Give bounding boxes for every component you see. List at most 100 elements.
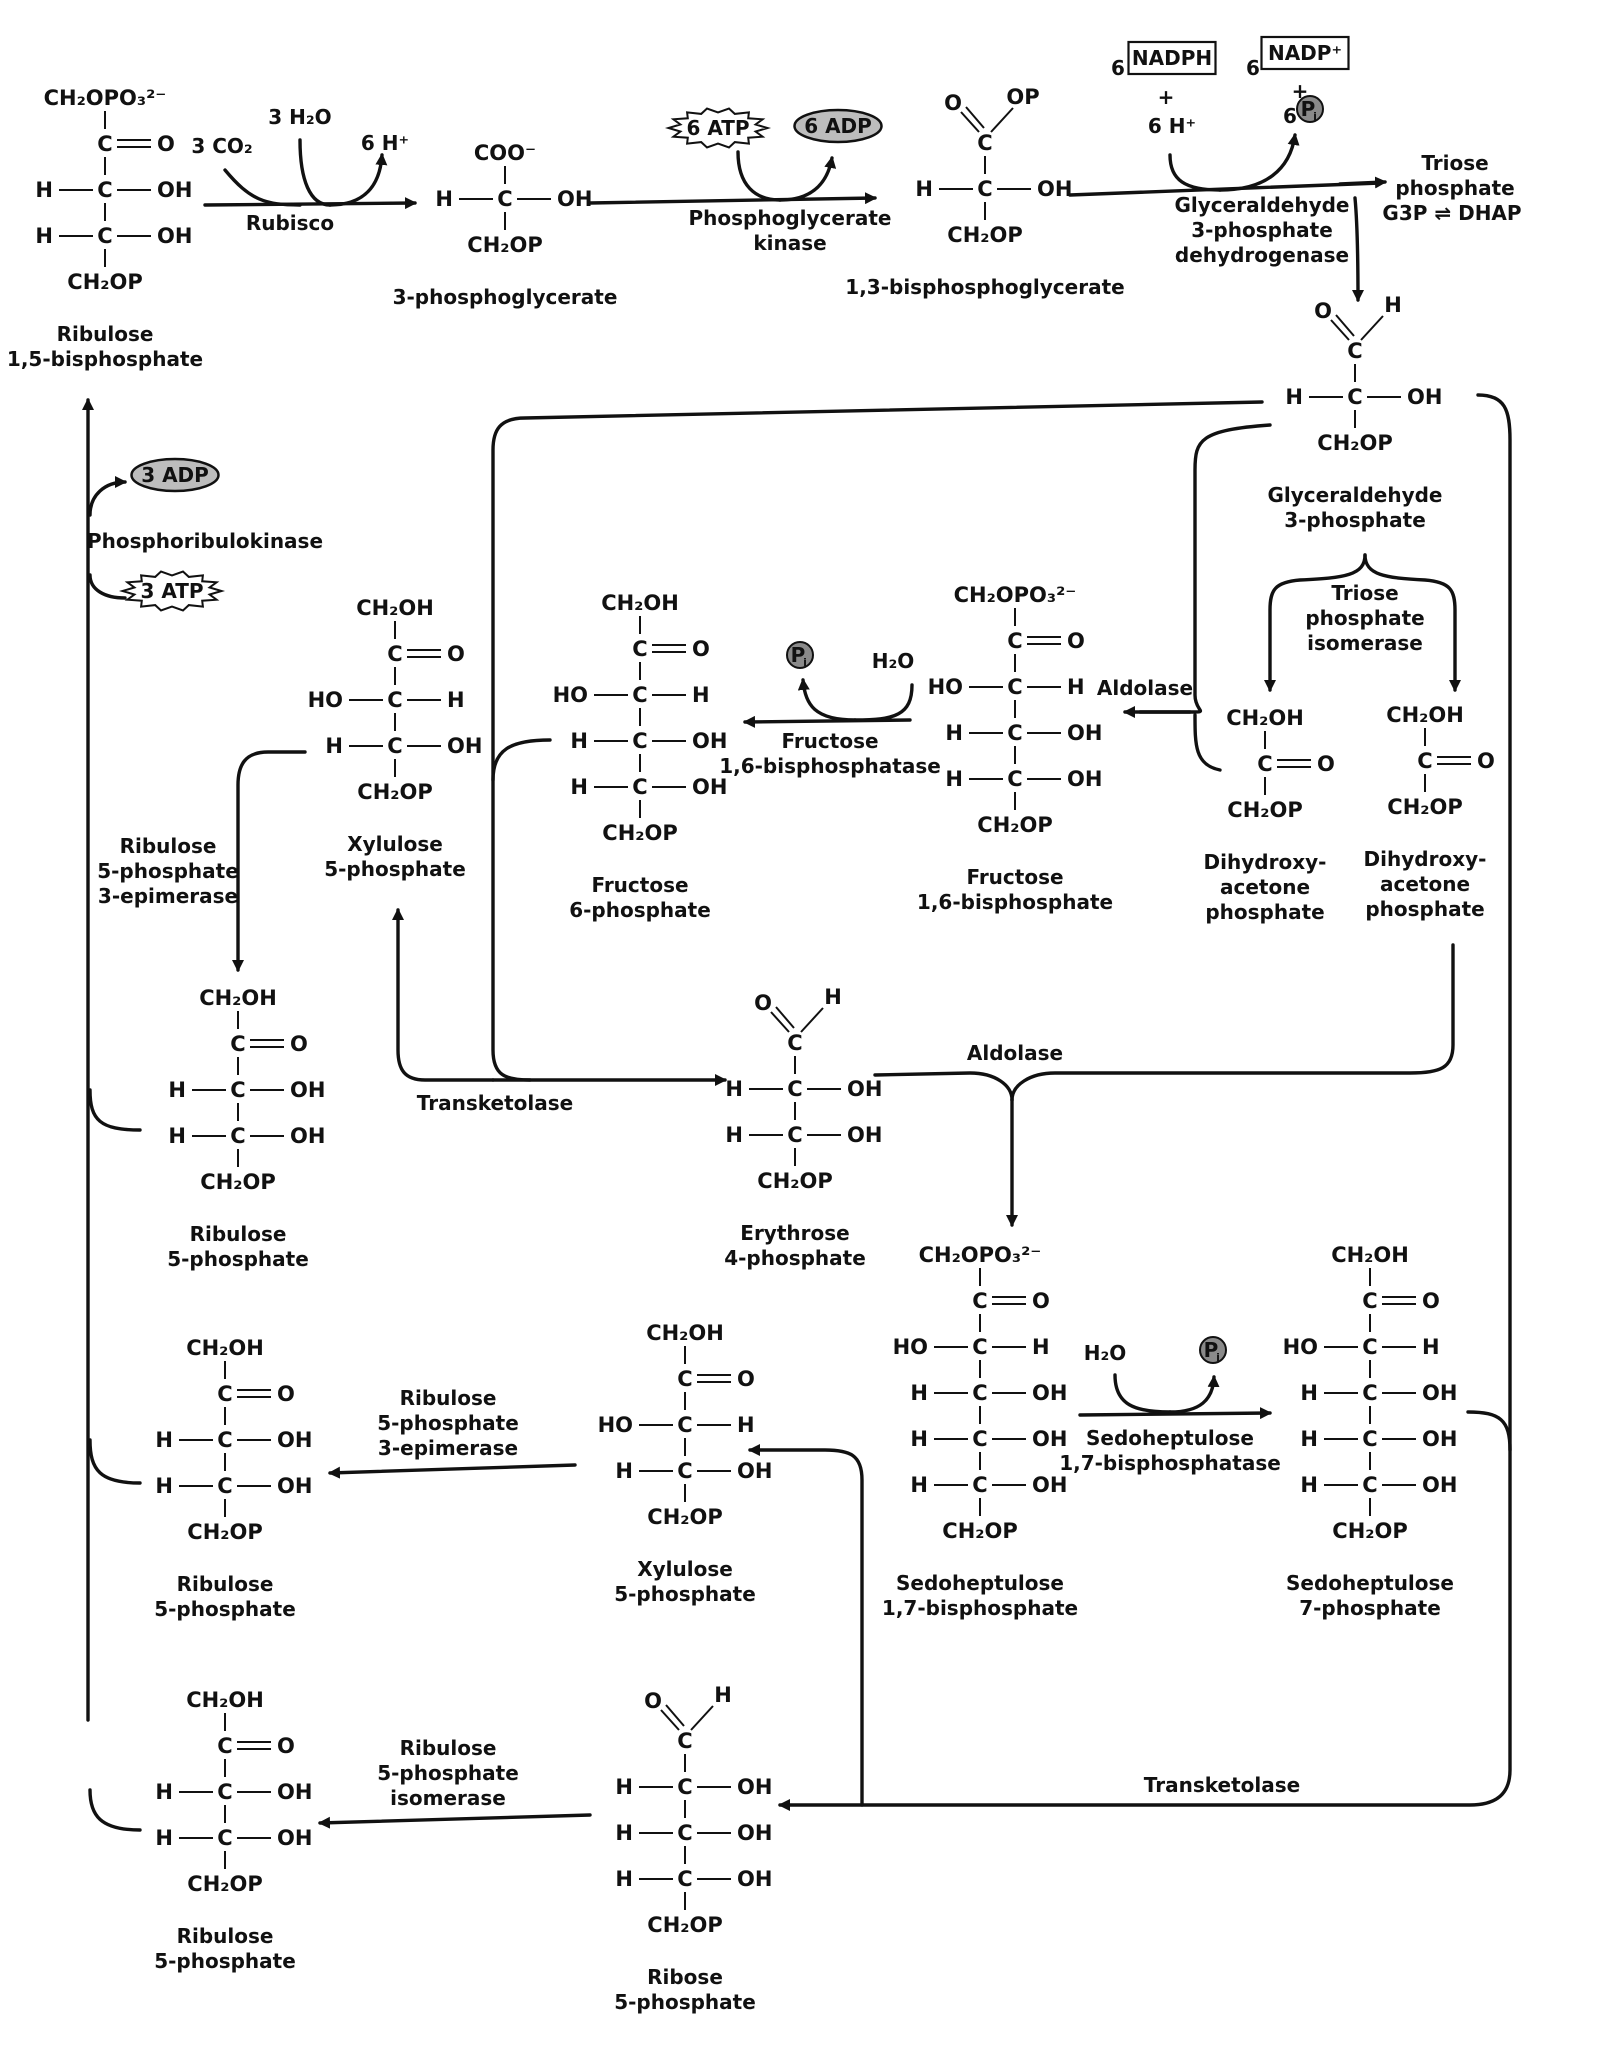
label-tpi3: isomerase [1307,631,1423,655]
pi-subscript: i [803,656,807,669]
atom-group: CH₂OH [186,1688,264,1712]
arrow-rpi [318,1813,592,1829]
substituent-left: H [168,1124,186,1148]
cofactor-label: NADP⁺ [1268,41,1342,65]
substituent-right: H [1422,1335,1440,1359]
atom-carbon: C [217,1826,232,1850]
atom-carbon: C [677,1867,692,1891]
label-rpe1a: Ribulose [120,834,217,858]
label-h2o_f: H₂O [872,649,915,673]
substituent-right: OH [847,1077,882,1101]
label-tk1: Transketolase [417,1091,573,1115]
phosphate-pi_f: Pi [786,641,814,669]
atom-group: CH₂OP [947,223,1022,247]
bond-carbonyl [960,111,980,133]
phosphate-pi_s: Pi [1199,1336,1227,1364]
pi-subscript: i [1216,1351,1220,1364]
atom-carbon: C [97,178,112,202]
atom-group: CH₂OH [186,1336,264,1360]
bond-top-right [1360,315,1384,341]
molecule-name: Xylulose [637,1557,733,1581]
atom-carbon: C [787,1031,802,1055]
substituent-left: H [910,1381,928,1405]
arrow-tk-to-xu5p [392,908,495,1082]
cofactor-label: NADPH [1132,46,1212,70]
burst-shape [118,570,226,612]
atom-carbon: C [387,642,402,666]
molecule-name: acetone [1380,872,1470,896]
pi-label: P [1301,97,1316,121]
arrow-nadp-out [1218,133,1300,192]
molecule-name: Dihydroxy- [1204,850,1327,874]
arrow-adp3-out [88,476,127,517]
atom-o: O [1314,299,1332,323]
arrow-g3p-to-transketolase2 [778,393,1512,1811]
atom-h: H [824,985,842,1009]
reaction-arrows [82,133,1512,1832]
atom-carbon: C [677,1821,692,1845]
substituent-right: OH [692,729,727,753]
label-prk: Phosphoribulokinase [87,529,323,553]
molecule-name: Ribulose [57,322,154,346]
atom-carbon: C [1362,1427,1377,1451]
label-triose1: Triose [1421,151,1488,175]
substituent-right: H [447,688,465,712]
atom-carbon: C [677,1729,692,1753]
label-rpi3: isomerase [390,1786,506,1810]
arrow-rpe2 [328,1463,577,1479]
substituent-left: H [725,1123,743,1147]
label-h2o_s: H₂O [1084,1341,1127,1365]
atom-group: COO⁻ [474,141,536,165]
substituent-right: O [1032,1289,1050,1313]
substituent-right: OH [277,1474,312,1498]
arrow-atp-in [736,150,782,202]
molecule-name: 5-phosphate [324,857,466,881]
molecule-name: 5-phosphate [614,1990,756,2014]
label-pgk2: kinase [753,231,826,255]
label-plus1: + [1158,85,1175,109]
substituent-right: O [1317,752,1335,776]
substituent-left: H [945,721,963,745]
molecule-name: 3-phosphoglycerate [393,285,618,309]
molecule-name: 1,7-bisphosphate [882,1596,1078,1620]
substituent-right: O [1422,1289,1440,1313]
molecule-name: 5-phosphate [614,1582,756,1606]
substituent-right: H [737,1413,755,1437]
label-hplus6b: 6 H⁺ [1148,114,1196,138]
atom-group: CH₂OP [977,813,1052,837]
label-rpe1b: 5-phosphate [97,859,239,883]
substituent-right: H [1032,1335,1050,1359]
atom-group: CH₂OP [942,1519,1017,1543]
label-triose2: phosphate [1395,176,1514,200]
substituent-right: OH [290,1124,325,1148]
bond-carbonyl-2 [1335,314,1355,337]
substituent-right: O [737,1367,755,1391]
label-aldolase1: Aldolase [1097,676,1193,700]
substituent-left: HO [1283,1335,1318,1359]
substituent-right: OH [1422,1427,1457,1451]
atom-group: CH₂OPO₃²⁻ [954,583,1077,607]
substituent-right: OH [1032,1427,1067,1451]
label-rpe1c: 3-epimerase [98,884,238,908]
substituent-left: H [915,177,933,201]
substituent-right: OH [737,1867,772,1891]
atom-carbon: C [1007,629,1022,653]
arrow-s7p-to-tk2 [1466,1410,1512,1452]
molecule-name: Ribulose [177,1572,274,1596]
label-tpi2: phosphate [1305,606,1424,630]
pi-label: P [1204,1338,1219,1362]
substituent-left: H [945,767,963,791]
substituent-left: H [1300,1427,1318,1451]
atom-group: CH₂OP [1387,795,1462,819]
substituent-left: H [155,1780,173,1804]
label-fbpase2: 1,6-bisphosphatase [719,754,941,778]
atom-carbon: C [977,177,992,201]
cofactor-label: 3 ATP [140,579,203,603]
atom-carbon: C [977,131,992,155]
